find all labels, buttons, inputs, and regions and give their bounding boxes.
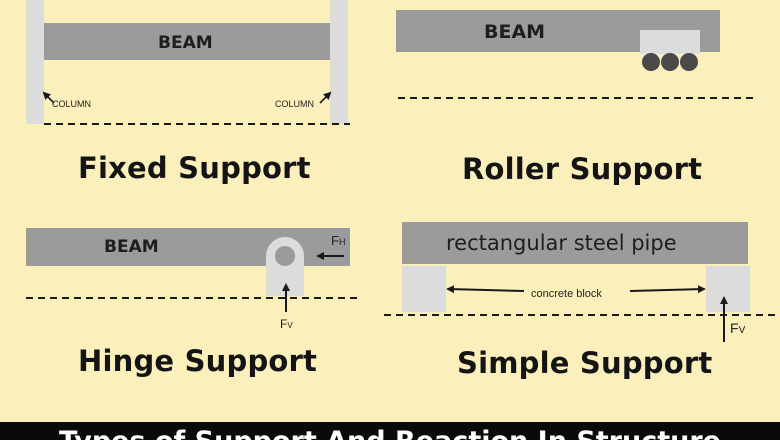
fixed-beam-label: BEAM [158,33,213,53]
roller-wheel-1 [642,53,660,71]
simple-block-label: concrete block [531,288,602,300]
fixed-beam [44,23,330,60]
hinge-support-title: Hinge Support [78,344,318,378]
fixed-column-arrow-left [42,91,55,104]
roller-support-diagram [396,10,756,99]
roller-beam-label: BEAM [484,21,546,43]
banner-title: Types of Support And Reaction In Structu… [0,426,780,440]
hinge-fv-subscript: V [287,321,293,330]
simple-block-left [402,266,446,312]
simple-block-right [706,266,750,312]
simple-pipe-label: rectangular steel pipe [446,231,677,255]
simple-pipe [402,222,748,264]
simple-fv-label: FV [730,320,745,336]
roller-seat [640,30,700,54]
fixed-support-diagram [26,0,350,125]
simple-fv-subscript: V [738,325,746,336]
simple-block-arrow-right [629,285,706,294]
simple-support-diagram [384,222,780,342]
hinge-pin [275,246,295,266]
hinge-beam-label: BEAM [104,237,159,257]
simple-fv-letter: F [730,320,739,336]
simple-block-arrow-left [446,285,525,294]
simple-support-title: Simple Support [457,346,713,380]
fixed-right-column [330,0,348,124]
hinge-fh-label: FH [331,233,345,248]
hinge-fv-letter: F [280,317,288,331]
fixed-column-arrow-right [319,91,332,104]
roller-support-title: Roller Support [462,152,703,186]
fixed-column-label-right: COLUMN [275,99,315,109]
hinge-fh-subscript: H [338,237,346,247]
title-banner: Types of Support And Reaction In Structu… [0,422,780,440]
roller-wheel-2 [661,53,679,71]
fixed-column-label-left: COLUMN [52,99,92,109]
hinge-fh-letter: F [331,233,339,248]
hinge-support-diagram [26,228,362,312]
fixed-left-column [26,0,44,124]
hinge-fv-label: FV [280,317,293,331]
fixed-support-title: Fixed Support [78,151,311,185]
hinge-seat [266,237,304,296]
roller-wheel-3 [680,53,698,71]
